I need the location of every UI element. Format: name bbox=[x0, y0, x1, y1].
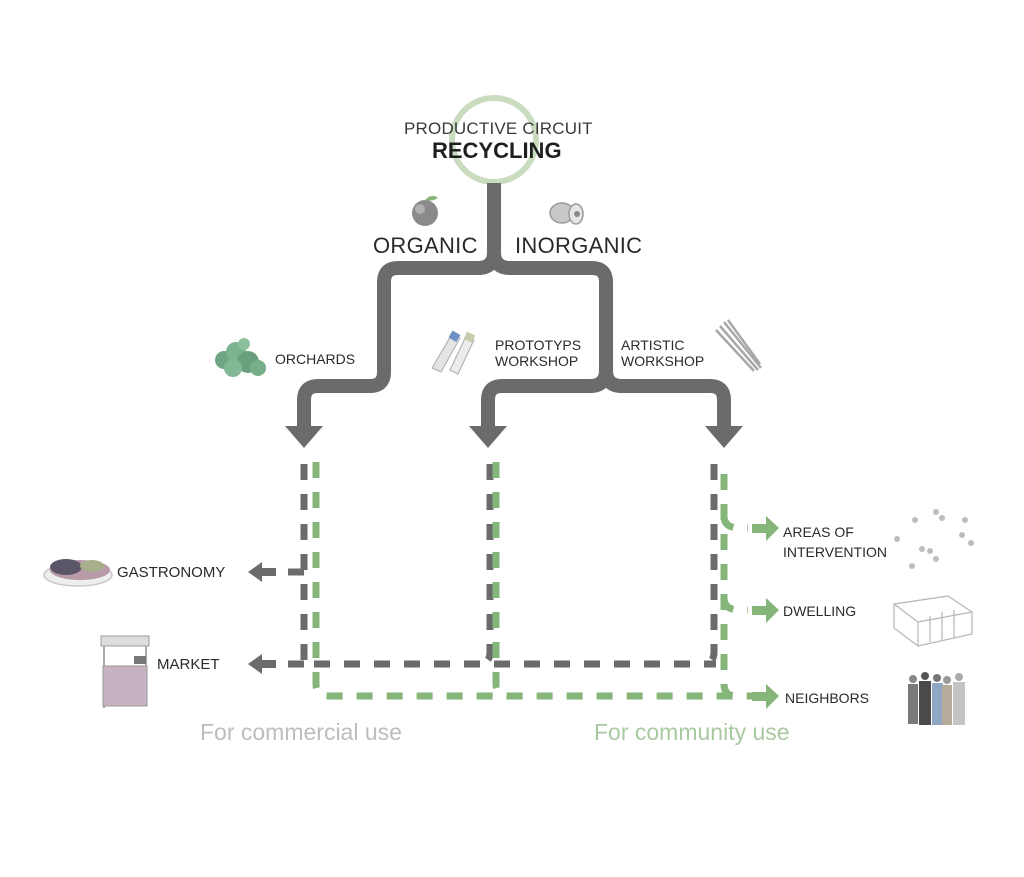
commercial-dashes bbox=[284, 464, 718, 668]
dwelling-label: DWELLING bbox=[783, 603, 857, 619]
artistic-line2: WORKSHOP bbox=[621, 353, 705, 369]
gastronomy-label: GASTRONOMY bbox=[117, 564, 226, 581]
dwelling-arrow-shaft bbox=[752, 606, 766, 615]
gastronomy-arrowhead bbox=[248, 562, 262, 582]
commercial-arrows bbox=[248, 562, 276, 674]
prototype-branch-line bbox=[481, 369, 613, 428]
artistic-branch-line bbox=[599, 369, 731, 428]
plant-icon bbox=[215, 338, 266, 377]
title-main: RECYCLING bbox=[432, 138, 562, 163]
dwelling-arrowhead bbox=[766, 598, 779, 623]
scattered-dots-icon bbox=[894, 509, 974, 569]
artistic-line1: ARTISTIC bbox=[621, 337, 685, 353]
areas-arrow-shaft bbox=[752, 524, 766, 533]
prototyps-workshop-label: PROTOTYPS WORKSHOP bbox=[495, 337, 581, 369]
community-dash-middle bbox=[492, 462, 509, 700]
brushes-icon bbox=[715, 319, 762, 372]
people-group-icon bbox=[908, 672, 965, 725]
artistic-arrowhead bbox=[705, 426, 743, 448]
can-icon bbox=[549, 202, 584, 225]
main-flow bbox=[297, 183, 731, 428]
inorganic-label: INORGANIC bbox=[515, 233, 643, 258]
community-dash-right bbox=[720, 474, 752, 700]
areas-arrowhead bbox=[766, 516, 779, 541]
circuit-ring bbox=[449, 95, 539, 185]
apple-icon bbox=[412, 195, 438, 226]
commercial-dash-middle bbox=[477, 464, 494, 668]
prototype-arrowhead bbox=[469, 426, 507, 448]
footer-community: For community use bbox=[594, 719, 790, 745]
neighbors-arrowhead bbox=[766, 684, 779, 709]
neighbors-label: NEIGHBORS bbox=[785, 690, 870, 706]
market-stall-icon bbox=[100, 635, 150, 708]
commercial-dash-left bbox=[300, 464, 716, 668]
areas-line1: AREAS OF bbox=[783, 524, 854, 540]
orchards-arrowhead bbox=[285, 426, 323, 448]
areas-line2: INTERVENTION bbox=[783, 544, 887, 560]
arrowheads bbox=[285, 426, 743, 448]
title-subtitle: PRODUCTIVE CIRCUIT bbox=[404, 119, 593, 138]
house-sketch-icon bbox=[892, 595, 974, 647]
commercial-dash-right bbox=[701, 464, 718, 668]
paint-tubes-icon bbox=[431, 330, 476, 375]
inorganic-branch-line bbox=[487, 251, 613, 372]
organic-label: ORGANIC bbox=[373, 233, 478, 258]
community-dash-left bbox=[312, 462, 744, 700]
community-arrows bbox=[752, 516, 779, 709]
prototyps-line2: WORKSHOP bbox=[495, 353, 579, 369]
community-dashes bbox=[312, 462, 752, 700]
gastronomy-arrow-shaft bbox=[262, 568, 276, 576]
orchards-label: ORCHARDS bbox=[275, 351, 356, 367]
organic-branch-line bbox=[297, 183, 501, 428]
food-plate-icon bbox=[43, 559, 113, 587]
areas-dash bbox=[720, 515, 748, 532]
footer-commercial: For commercial use bbox=[200, 719, 402, 745]
market-label: MARKET bbox=[157, 656, 220, 673]
neighbors-arrow-shaft bbox=[752, 692, 766, 701]
prototyps-line1: PROTOTYPS bbox=[495, 337, 582, 353]
market-arrowhead bbox=[248, 654, 262, 674]
artistic-workshop-label: ARTISTIC WORKSHOP bbox=[621, 337, 704, 369]
market-arrow-shaft bbox=[262, 660, 276, 668]
dwelling-dash bbox=[720, 597, 748, 614]
areas-of-intervention-label: AREAS OF INTERVENTION bbox=[783, 522, 887, 562]
